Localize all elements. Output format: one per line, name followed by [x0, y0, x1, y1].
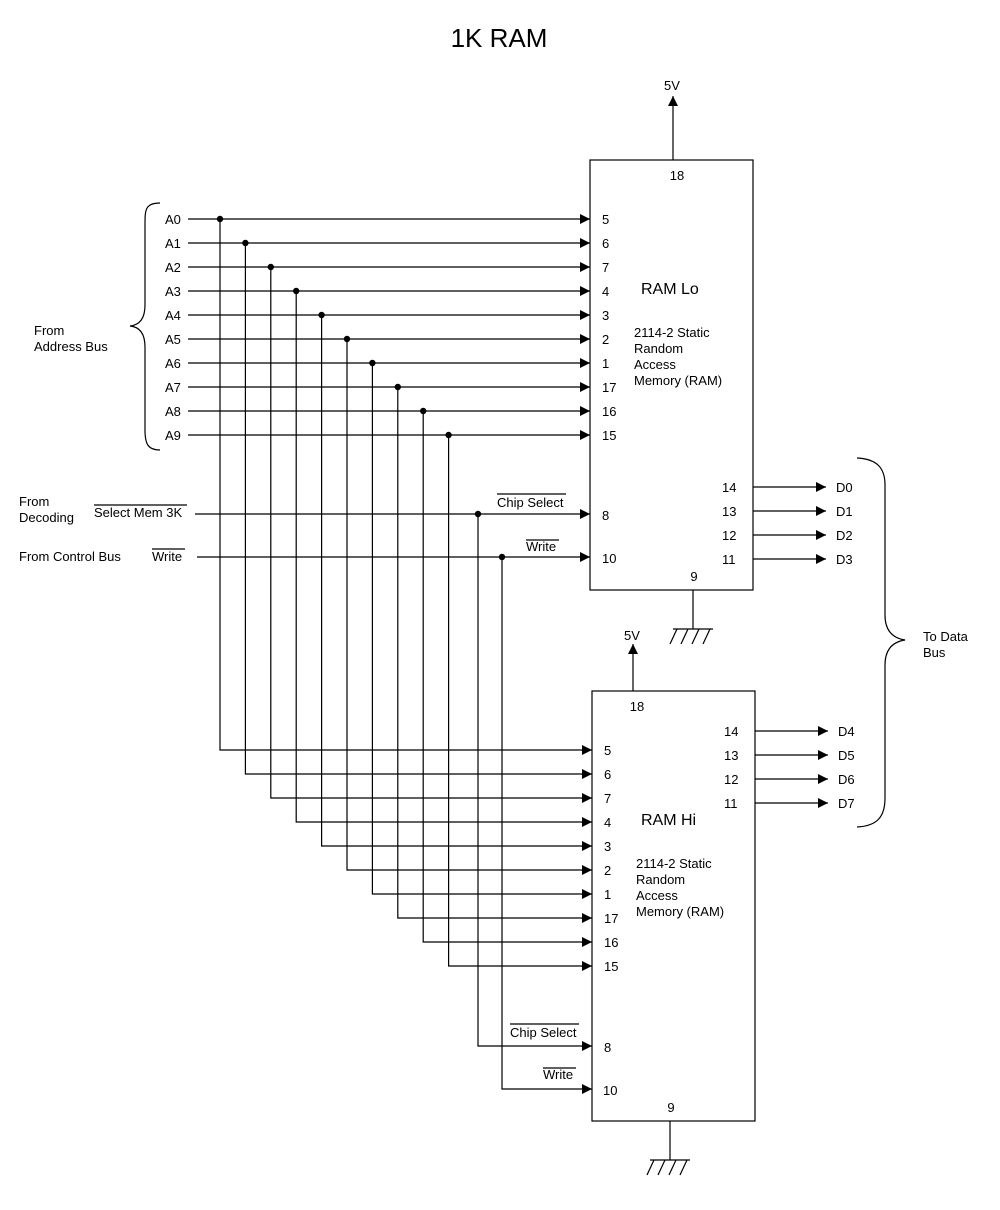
- ram-lo-ground-icon: [669, 590, 713, 645]
- data-output-label: D3: [836, 552, 853, 567]
- address-wire-hi: [346, 339, 592, 875]
- ram-lo-chip: [589, 159, 754, 591]
- address-line-label: A7: [165, 380, 181, 395]
- ram-hi-description: Access: [636, 888, 678, 903]
- ram-lo-description: Memory (RAM): [634, 373, 722, 388]
- ram-hi-address-pin: 5: [604, 743, 611, 758]
- address-line-label: A8: [165, 404, 181, 419]
- ram-lo-vcc-label: 5V: [664, 78, 680, 93]
- address-bus-label-2: Address Bus: [34, 339, 108, 354]
- ram-lo-address-pin: 5: [602, 212, 609, 227]
- ram-hi-address-pin: 2: [604, 863, 611, 878]
- ram-lo-name: RAM Lo: [641, 281, 699, 298]
- ram-lo-description: Random: [634, 341, 683, 356]
- address-wire-hi: [397, 387, 592, 923]
- ram-hi-chip: [591, 690, 756, 1122]
- ram-lo-data-pin: 12: [722, 528, 736, 543]
- select-mem-signal: Select Mem 3K: [94, 505, 182, 520]
- ram-hi-write-label: Write: [543, 1067, 573, 1082]
- address-line-label: A5: [165, 332, 181, 347]
- address-line-label: A6: [165, 356, 181, 371]
- decoding-source-1: From: [19, 494, 49, 509]
- data-bus-label-1: To Data: [923, 629, 969, 644]
- ram-hi-address-pin: 4: [604, 815, 611, 830]
- address-line-label: A9: [165, 428, 181, 443]
- address-line-label: A2: [165, 260, 181, 275]
- ram-hi-description: Memory (RAM): [636, 904, 724, 919]
- data-output-label: D1: [836, 504, 853, 519]
- ram-hi-address-pin: 7: [604, 791, 611, 806]
- ram-hi-data-pin: 14: [724, 724, 738, 739]
- ram-hi-address-pin: 3: [604, 839, 611, 854]
- ram-lo-cs-pin: 8: [602, 508, 609, 523]
- ram-lo-gnd-pin: 9: [690, 569, 697, 584]
- ram-lo-address-pin: 16: [602, 404, 616, 419]
- address-wire-hi: [295, 291, 592, 827]
- address-wire-hi: [321, 315, 592, 851]
- data-output-label: D4: [838, 724, 855, 739]
- diagram-title: 1K RAM: [451, 23, 548, 53]
- ram-hi-write-pin: 10: [603, 1083, 617, 1098]
- address-bus-label-1: From: [34, 323, 64, 338]
- ram-hi-vcc-label: 5V: [624, 628, 640, 643]
- address-line-label: A4: [165, 308, 181, 323]
- ram-lo-description: 2114-2 Static: [634, 325, 710, 340]
- address-wire-hi: [448, 435, 592, 971]
- ram-hi-address-pin: 1: [604, 887, 611, 902]
- ram-hi-ground-icon: [646, 1121, 690, 1176]
- address-wire-hi: [219, 219, 592, 755]
- ram-lo-data-pin: 11: [722, 552, 736, 567]
- ram-lo-address-pin: 1: [602, 356, 609, 371]
- ram-lo-address-pin: 7: [602, 260, 609, 275]
- ram-hi-address-pin: 16: [604, 935, 618, 950]
- address-line-label: A3: [165, 284, 181, 299]
- ram-lo-address-pin: 6: [602, 236, 609, 251]
- address-wire-hi: [244, 243, 592, 779]
- address-wire-hi: [270, 267, 592, 803]
- ram-hi-data-pin: 13: [724, 748, 738, 763]
- write-signal: Write: [152, 549, 182, 564]
- ram-hi-cs-pin: 8: [604, 1040, 611, 1055]
- data-bus-brace: [856, 457, 906, 828]
- ram-lo-address-pin: 2: [602, 332, 609, 347]
- address-wire-hi: [422, 411, 592, 947]
- ram-hi-name: RAM Hi: [641, 812, 696, 829]
- ram-hi-description: Random: [636, 872, 685, 887]
- ram-lo-address-pin: 3: [602, 308, 609, 323]
- address-line-label: A0: [165, 212, 181, 227]
- ram-lo-write-label: Write: [526, 539, 556, 554]
- data-output-label: D0: [836, 480, 853, 495]
- ram-lo-chip-select-label: Chip Select: [497, 495, 564, 510]
- decoding-source-2: Decoding: [19, 510, 74, 525]
- ram-hi-chip-select-label: Chip Select: [510, 1025, 577, 1040]
- ram-hi-address-pin: 15: [604, 959, 618, 974]
- data-output-label: D6: [838, 772, 855, 787]
- ram-lo-description: Access: [634, 357, 676, 372]
- ram-lo-data-pin: 13: [722, 504, 736, 519]
- ram-lo-address-pin: 17: [602, 380, 616, 395]
- address-line-label: A1: [165, 236, 181, 251]
- ram-hi-description: 2114-2 Static: [636, 856, 712, 871]
- ram-hi-data-pin: 11: [724, 796, 738, 811]
- ram-hi-gnd-pin: 9: [667, 1100, 674, 1115]
- ram-hi-address-pin: 6: [604, 767, 611, 782]
- ram-hi-data-pin: 12: [724, 772, 738, 787]
- ram-lo-address-pin: 15: [602, 428, 616, 443]
- ram-lo-vcc-pin: 18: [670, 168, 684, 183]
- address-wire-hi: [371, 363, 592, 899]
- ram-hi-address-pin: 17: [604, 911, 618, 926]
- data-output-label: D2: [836, 528, 853, 543]
- ram-hi-vcc-pin: 18: [630, 699, 644, 714]
- address-bus-brace: [129, 202, 161, 451]
- ram-lo-write-pin: 10: [602, 551, 616, 566]
- control-source: From Control Bus: [19, 549, 121, 564]
- ram-lo-data-pin: 14: [722, 480, 736, 495]
- data-bus-label-2: Bus: [923, 645, 946, 660]
- data-output-label: D7: [838, 796, 855, 811]
- data-output-label: D5: [838, 748, 855, 763]
- ram-lo-address-pin: 4: [602, 284, 609, 299]
